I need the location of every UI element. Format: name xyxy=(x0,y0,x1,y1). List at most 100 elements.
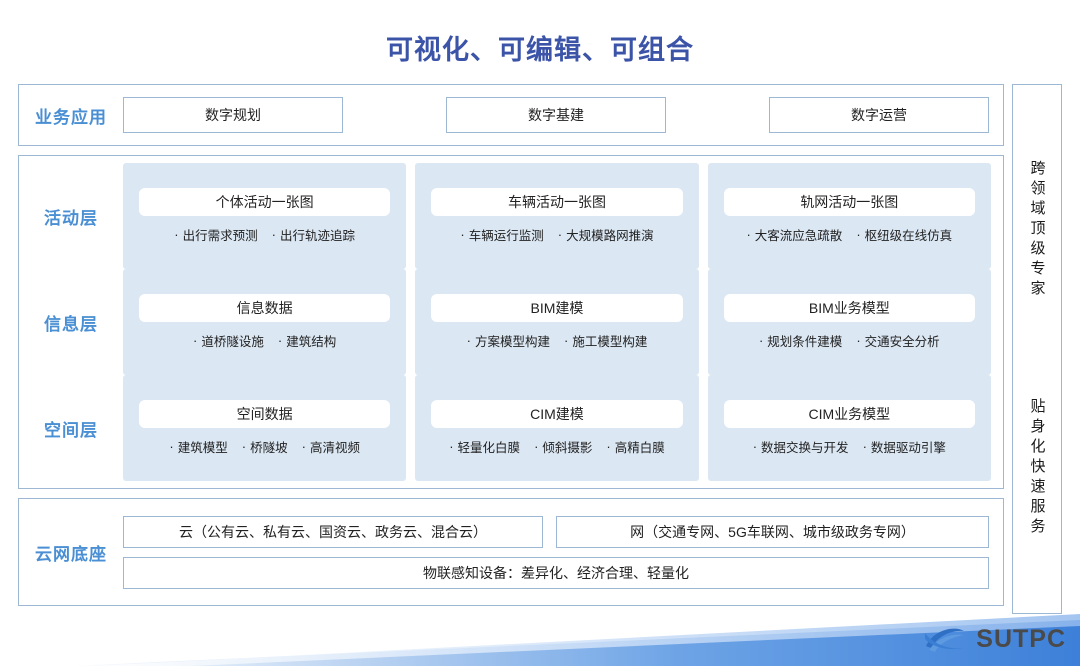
bullet-item: ·枢纽级在线仿真 xyxy=(856,225,952,244)
bullet-item: ·高清视频 xyxy=(302,437,360,456)
bullet-dot-icon: · xyxy=(277,333,283,348)
layer-group[interactable]: 空间数据 ·建筑模型 ·桥隧坡 ·高清视频 xyxy=(123,375,407,481)
activity-group-list: 个体活动一张图 ·出行需求预测 ·出行轨迹追踪 车辆活动一张图 ·车辆运行监测 … xyxy=(123,163,1003,269)
bullet-label: 车辆运行监测 xyxy=(468,229,544,243)
group-title: CIM建模 xyxy=(431,400,683,428)
bullet-label: 道桥隧设施 xyxy=(201,335,264,349)
bullet-dot-icon: · xyxy=(534,439,539,454)
bullet-dot-icon: · xyxy=(301,439,306,454)
sutpc-mark-icon xyxy=(925,628,965,652)
sidebar-value-proposition: 跨领域顶级专家 贴身化快速服务 xyxy=(1012,84,1062,614)
bullet-dot-icon: · xyxy=(606,439,611,454)
bullet-item: ·出行需求预测 xyxy=(174,225,257,244)
bullet-item: ·高精白膜 xyxy=(606,437,664,456)
business-application-layer: 业务应用 数字规划 数字基建 数字运营 xyxy=(18,84,1004,146)
spatial-layer-label: 空间层 xyxy=(44,420,98,440)
bullet-label: 施工模型构建 xyxy=(572,335,648,349)
group-bullets: ·规划条件建模 ·交通安全分析 xyxy=(716,331,983,350)
bullet-item: ·大客流应急疏散 xyxy=(746,225,842,244)
group-title: 信息数据 xyxy=(139,294,391,322)
bullet-label: 倾斜摄影 xyxy=(542,441,593,455)
information-layer-label: 信息层 xyxy=(44,314,98,334)
group-bullets: ·建筑模型 ·桥隧坡 ·高清视频 xyxy=(131,437,398,456)
bullet-item: ·建筑结构 xyxy=(278,331,336,350)
bullet-dot-icon: · xyxy=(174,227,179,242)
bullet-label: 大客流应急疏散 xyxy=(754,229,843,243)
bullet-label: 数据驱动引擎 xyxy=(870,441,946,455)
group-title: BIM业务模型 xyxy=(723,294,975,322)
bullet-item: ·规划条件建模 xyxy=(759,331,842,350)
iot-device-box[interactable]: 物联感知设备：差异化、经济合理、轻量化 xyxy=(123,556,989,589)
bullet-dot-icon: · xyxy=(466,333,471,348)
bullet-dot-icon: · xyxy=(758,333,764,348)
bullet-dot-icon: · xyxy=(557,227,563,242)
bullet-label: 建筑结构 xyxy=(286,335,337,349)
bullet-item: ·施工模型构建 xyxy=(564,331,647,350)
network-box[interactable]: 网（交通专网、5G车联网、城市级政务专网） xyxy=(556,515,989,548)
group-bullets: ·大客流应急疏散 ·枢纽级在线仿真 xyxy=(716,225,983,244)
bullet-dot-icon: · xyxy=(460,227,465,242)
bullet-label: 出行需求预测 xyxy=(182,229,258,243)
business-box[interactable]: 数字规划 xyxy=(123,97,343,133)
bullet-dot-icon: · xyxy=(241,439,247,454)
activity-layer-label: 活动层 xyxy=(44,208,98,228)
sidebar-text-bottom: 贴身化快速服务 xyxy=(1028,398,1046,538)
bullet-dot-icon: · xyxy=(563,333,569,348)
sutpc-logo: SUTPC xyxy=(923,624,1066,654)
cloud-box[interactable]: 云（公有云、私有云、国资云、政务云、混合云） xyxy=(123,515,543,548)
group-title: CIM业务模型 xyxy=(723,400,975,428)
layer-group[interactable]: 车辆活动一张图 ·车辆运行监测 ·大规模路网推演 xyxy=(415,163,699,269)
business-box-list: 数字规划 数字基建 数字运营 xyxy=(123,97,1003,133)
group-bullets: ·出行需求预测 ·出行轨迹追踪 xyxy=(131,225,398,244)
architecture-diagram: 业务应用 数字规划 数字基建 数字运营 活动层 个体活动一张图 ·出行需求预测 … xyxy=(18,84,1062,614)
business-box[interactable]: 数字运营 xyxy=(769,97,989,133)
cloud-top-row: 云（公有云、私有云、国资云、政务云、混合云） 网（交通专网、5G车联网、城市级政… xyxy=(123,515,989,548)
group-bullets: ·轻量化白膜 ·倾斜摄影 ·高精白膜 xyxy=(423,437,690,456)
bullet-item: ·出行轨迹追踪 xyxy=(272,225,355,244)
layer-group[interactable]: 信息数据 ·道桥隧设施 ·建筑结构 xyxy=(123,269,407,375)
business-box[interactable]: 数字基建 xyxy=(446,97,666,133)
bullet-dot-icon: · xyxy=(449,439,454,454)
footer-band xyxy=(0,614,1080,666)
bullet-item: ·桥隧坡 xyxy=(242,437,288,456)
information-layer-row: 信息层 信息数据 ·道桥隧设施 ·建筑结构 BIM建模 ·方案模型构建 ·施工 xyxy=(19,269,1003,375)
bullet-label: 方案模型构建 xyxy=(474,335,550,349)
sutpc-logo-text: SUTPC xyxy=(976,624,1066,653)
bullet-dot-icon: · xyxy=(752,439,758,454)
cloud-layer-label: 云网底座 xyxy=(35,544,107,564)
bullet-label: 高精白膜 xyxy=(614,441,665,455)
layer-group[interactable]: BIM建模 ·方案模型构建 ·施工模型构建 xyxy=(415,269,699,375)
group-bullets: ·方案模型构建 ·施工模型构建 xyxy=(423,331,690,350)
spatial-group-list: 空间数据 ·建筑模型 ·桥隧坡 ·高清视频 CIM建模 ·轻量化白膜 ·倾斜摄影… xyxy=(123,375,1003,481)
bullet-dot-icon: · xyxy=(193,333,198,348)
layer-group[interactable]: 轨网活动一张图 ·大客流应急疏散 ·枢纽级在线仿真 xyxy=(707,163,991,269)
information-group-list: 信息数据 ·道桥隧设施 ·建筑结构 BIM建模 ·方案模型构建 ·施工模型构建 xyxy=(123,269,1003,375)
business-layer-label: 业务应用 xyxy=(35,107,107,127)
bullet-item: ·交通安全分析 xyxy=(856,331,939,350)
layer-group[interactable]: 个体活动一张图 ·出行需求预测 ·出行轨迹追踪 xyxy=(123,163,407,269)
layer-group[interactable]: CIM建模 ·轻量化白膜 ·倾斜摄影 ·高精白膜 xyxy=(415,375,699,481)
bullet-label: 出行轨迹追踪 xyxy=(280,229,356,243)
group-bullets: ·车辆运行监测 ·大规模路网推演 xyxy=(423,225,690,244)
diagram-main-column: 业务应用 数字规划 数字基建 数字运营 活动层 个体活动一张图 ·出行需求预测 … xyxy=(18,84,1004,614)
cloud-network-base-layer: 云网底座 云（公有云、私有云、国资云、政务云、混合云） 网（交通专网、5G车联网… xyxy=(18,498,1004,606)
bullet-dot-icon: · xyxy=(856,333,861,348)
bullet-label: 大规模路网推演 xyxy=(566,229,654,243)
group-bullets: ·数据交换与开发 ·数据驱动引擎 xyxy=(716,437,983,456)
bullet-item: ·数据交换与开发 xyxy=(753,437,849,456)
cloud-box-list: 云（公有云、私有云、国资云、政务云、混合云） 网（交通专网、5G车联网、城市级政… xyxy=(123,515,1003,589)
group-title: BIM建模 xyxy=(431,294,683,322)
activity-layer-row: 活动层 个体活动一张图 ·出行需求预测 ·出行轨迹追踪 车辆活动一张图 ·车辆运… xyxy=(19,163,1003,269)
layer-group[interactable]: CIM业务模型 ·数据交换与开发 ·数据驱动引擎 xyxy=(707,375,991,481)
group-title: 轨网活动一张图 xyxy=(723,188,975,216)
bullet-label: 数据交换与开发 xyxy=(761,441,849,455)
bullet-item: ·方案模型构建 xyxy=(467,331,550,350)
bullet-label: 枢纽级在线仿真 xyxy=(864,229,953,243)
group-title: 个体活动一张图 xyxy=(139,188,391,216)
group-bullets: ·道桥隧设施 ·建筑结构 xyxy=(131,331,398,350)
group-title: 空间数据 xyxy=(139,400,391,428)
bullet-dot-icon: · xyxy=(169,439,174,454)
bullet-dot-icon: · xyxy=(862,439,867,454)
layer-group[interactable]: BIM业务模型 ·规划条件建模 ·交通安全分析 xyxy=(707,269,991,375)
bullet-item: ·倾斜摄影 xyxy=(534,437,592,456)
